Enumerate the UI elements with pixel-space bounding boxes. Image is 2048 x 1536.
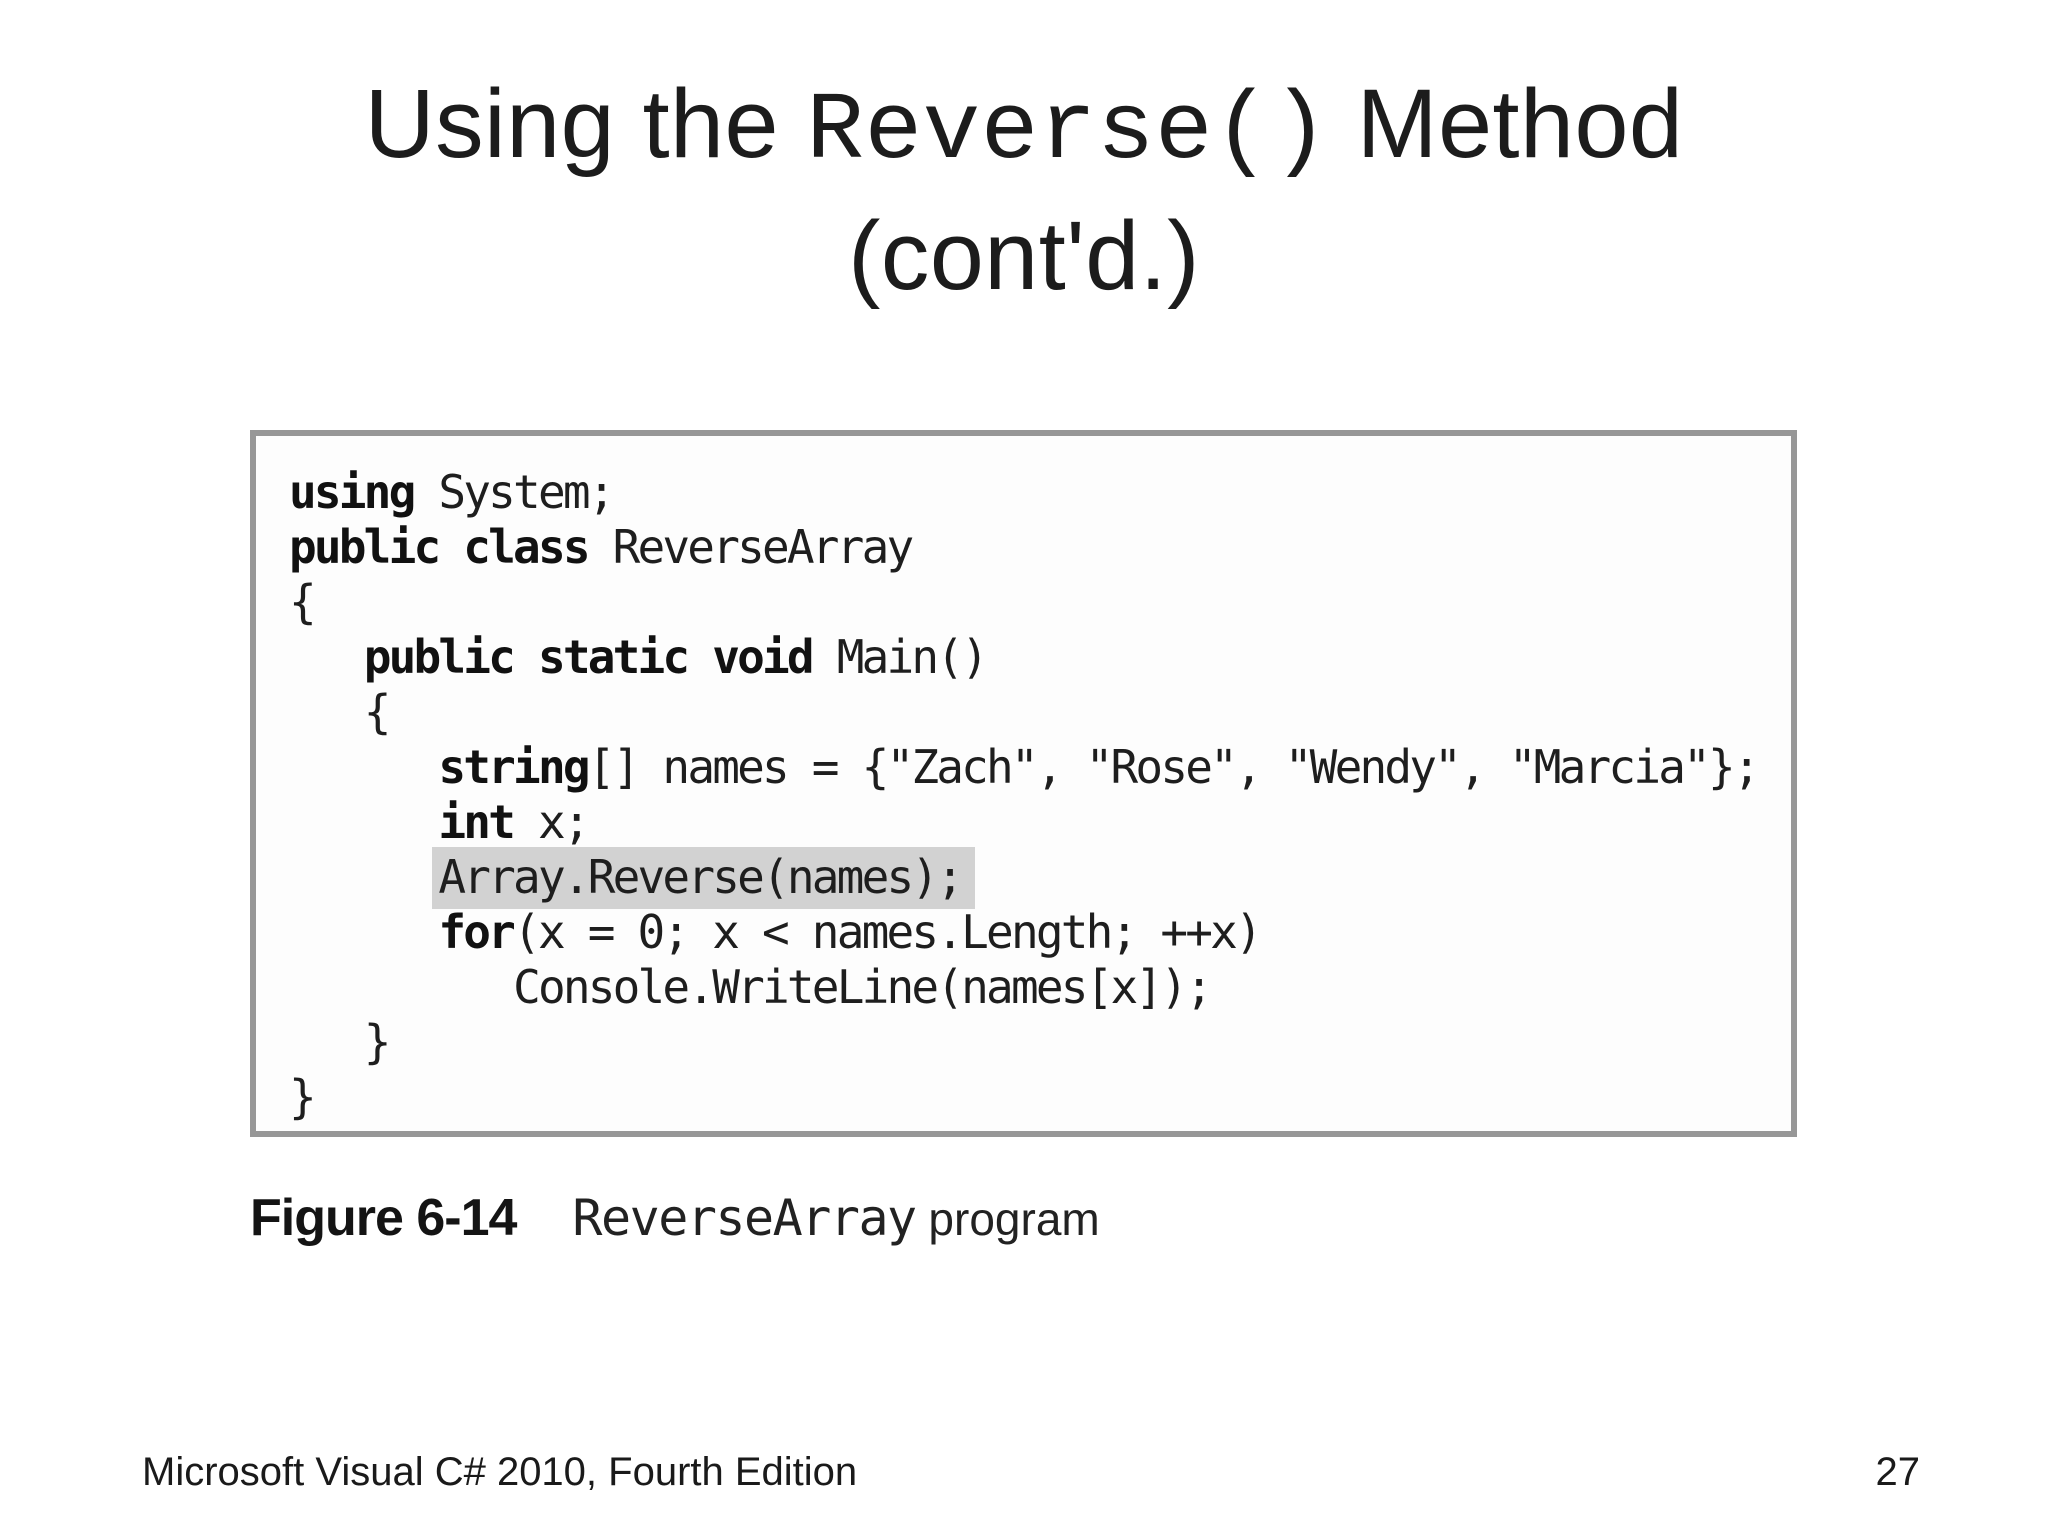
code-text: [] names = {"Zach", "Rose", "Wendy", "Ma… (587, 740, 1761, 794)
code-line: Array.Reverse(names); (289, 847, 1791, 909)
footer-book-title: Microsoft Visual C# 2010, Fourth Edition (142, 1450, 858, 1494)
code-text: { (363, 685, 392, 739)
code-line: Console.WriteLine(names[x]); (289, 960, 1791, 1015)
code-text: (x = 0; x < names.Length; ++x) (513, 905, 1263, 959)
slide-title: Using the Reverse() Method (cont'd.) (0, 62, 2048, 318)
title-text-suffix: Method (1329, 69, 1684, 178)
code-keyword: string (438, 740, 590, 794)
title-text-prefix: Using the (364, 69, 807, 178)
figure-caption: Figure 6-14 ReverseArray program (250, 1188, 1100, 1248)
figure-caption-code: ReverseArray (572, 1189, 917, 1247)
code-listing: using System;public class ReverseArray{ … (256, 436, 1791, 1125)
code-keyword: public static void (363, 630, 815, 684)
code-line-content: int x; (438, 795, 591, 849)
code-line: int x; (289, 795, 1791, 850)
code-text: Console.WriteLine(names[x]); (513, 960, 1213, 1014)
code-text: } (289, 1070, 317, 1124)
code-line-content: public class ReverseArray (289, 520, 915, 574)
code-text: System; (413, 465, 615, 519)
code-line-content: { (363, 685, 392, 739)
code-line: } (289, 1070, 1791, 1125)
code-text: Main() (811, 630, 989, 684)
code-line-content: for(x = 0; x < names.Length; ++x) (438, 905, 1263, 959)
code-line-content: string[] names = {"Zach", "Rose", "Wendy… (438, 740, 1761, 794)
code-figure-box: using System;public class ReverseArray{ … (250, 430, 1797, 1137)
code-line-content: using System; (289, 465, 615, 519)
figure-label: Figure 6-14 (250, 1189, 517, 1247)
code-line-content: Console.WriteLine(names[x]); (513, 960, 1213, 1014)
code-line: using System; (289, 465, 1791, 520)
figure-caption-text: program (915, 1193, 1100, 1245)
code-line: public static void Main() (289, 630, 1791, 685)
code-line-content: } (289, 1070, 317, 1124)
code-text: { (289, 575, 317, 629)
title-method-name: Reverse() (806, 77, 1330, 186)
code-line-content: public static void Main() (363, 630, 989, 684)
code-line: { (289, 575, 1791, 630)
code-keyword: for (438, 905, 515, 959)
code-line: public class ReverseArray (289, 520, 1791, 575)
footer-page-number: 27 (1875, 1450, 1921, 1494)
code-line: } (289, 1015, 1791, 1070)
code-line-content: { (289, 575, 317, 629)
code-line: for(x = 0; x < names.Length; ++x) (289, 905, 1791, 960)
code-line: string[] names = {"Zach", "Rose", "Wendy… (289, 740, 1791, 795)
code-keyword: using (289, 465, 416, 519)
code-keyword: public class (289, 520, 591, 574)
code-text: } (363, 1015, 392, 1069)
code-line-content: } (363, 1015, 392, 1069)
code-text: x; (513, 795, 591, 849)
highlighted-code-line: Array.Reverse(names); (432, 847, 976, 909)
code-text: ReverseArray (587, 520, 915, 574)
code-line: { (289, 685, 1791, 740)
code-keyword: int (438, 795, 515, 849)
title-line-2: (cont'd.) (848, 201, 1200, 310)
code-text: Array.Reverse(names); (438, 850, 964, 904)
title-line-1: Using the Reverse() Method (0, 62, 2048, 194)
